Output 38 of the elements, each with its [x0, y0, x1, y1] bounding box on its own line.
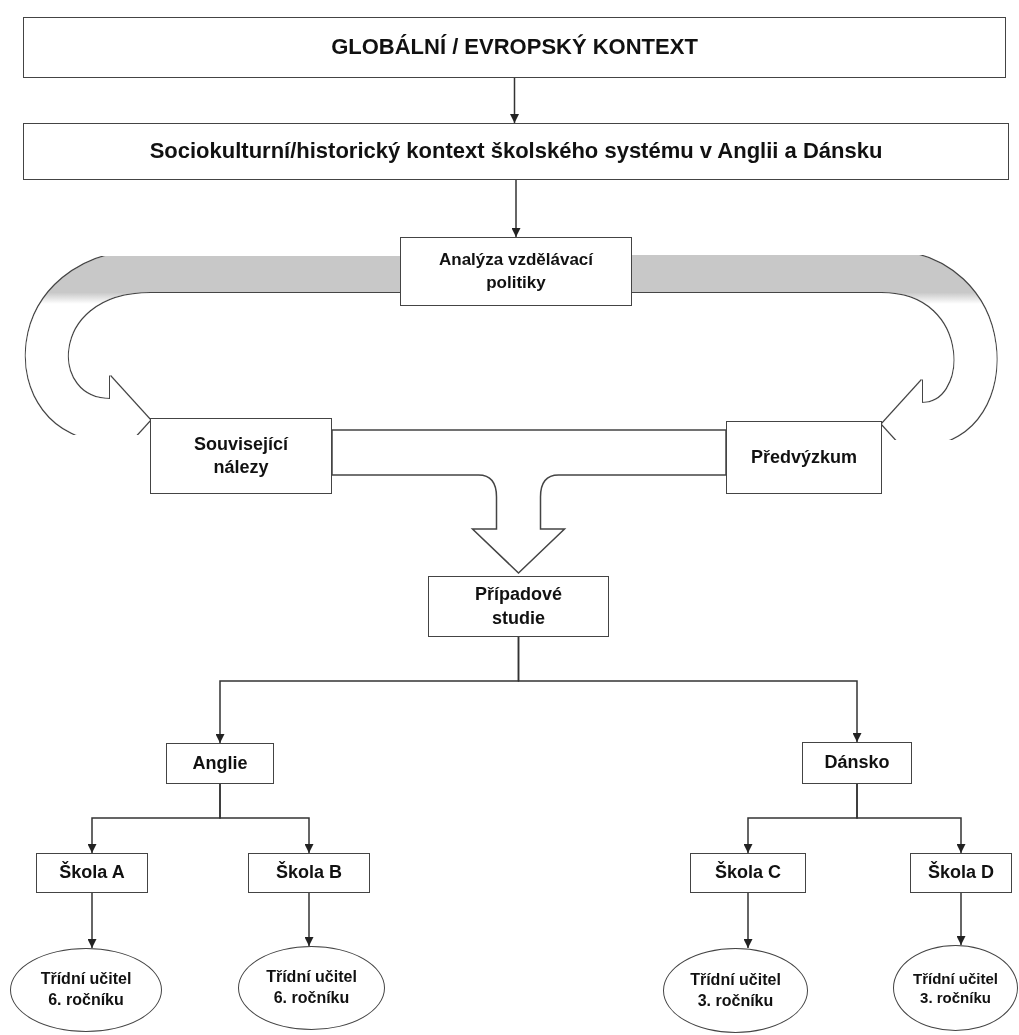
box-label: Analýza vzdělávací politiky [438, 249, 595, 294]
box-label: Třídní učitel 3. ročníku [689, 969, 782, 1011]
arrow [219, 783, 314, 854]
box-label: Třídní učitel 6. ročníku [39, 969, 133, 1010]
process-box [150, 418, 332, 494]
box-label: Škola B [276, 861, 342, 885]
box-label: Sociokulturní/historický kontext školského systému v Anglii a Dánsku [149, 137, 883, 166]
process-box [726, 421, 882, 494]
arrow [956, 892, 966, 946]
process-box [36, 853, 148, 893]
box-label: Třídní učitel 6. ročníku [265, 967, 358, 1008]
box-label: Škola C [715, 861, 781, 885]
process-box [910, 853, 1012, 893]
box-label: Případové studie [474, 583, 563, 630]
process-box [428, 576, 609, 637]
box-label: Dánsko [824, 751, 890, 775]
process-box [802, 742, 912, 784]
process-box [400, 237, 632, 306]
process-box [23, 123, 1009, 180]
box-label: GLOBÁLNÍ / EVROPSKÝ KONTEXT [331, 33, 698, 62]
arrow [743, 892, 753, 949]
process-box [248, 853, 370, 893]
box-label: Škola D [928, 861, 994, 885]
merging-block-arrow [331, 429, 727, 574]
box-label: Škola A [59, 861, 125, 885]
arrow [304, 892, 314, 947]
box-label: Předvýzkum [750, 445, 858, 469]
process-box [23, 17, 1006, 78]
arrow [511, 179, 521, 238]
box-label: Anglie [192, 751, 248, 775]
process-box [166, 743, 274, 784]
box-label: Třídní učitel 3. ročníku [912, 968, 999, 1008]
process-box [690, 853, 806, 893]
arrow [856, 783, 966, 854]
arrow [510, 77, 519, 124]
arrow [517, 636, 862, 743]
box-label: Související nálezy [192, 432, 290, 479]
arrow [87, 892, 97, 949]
